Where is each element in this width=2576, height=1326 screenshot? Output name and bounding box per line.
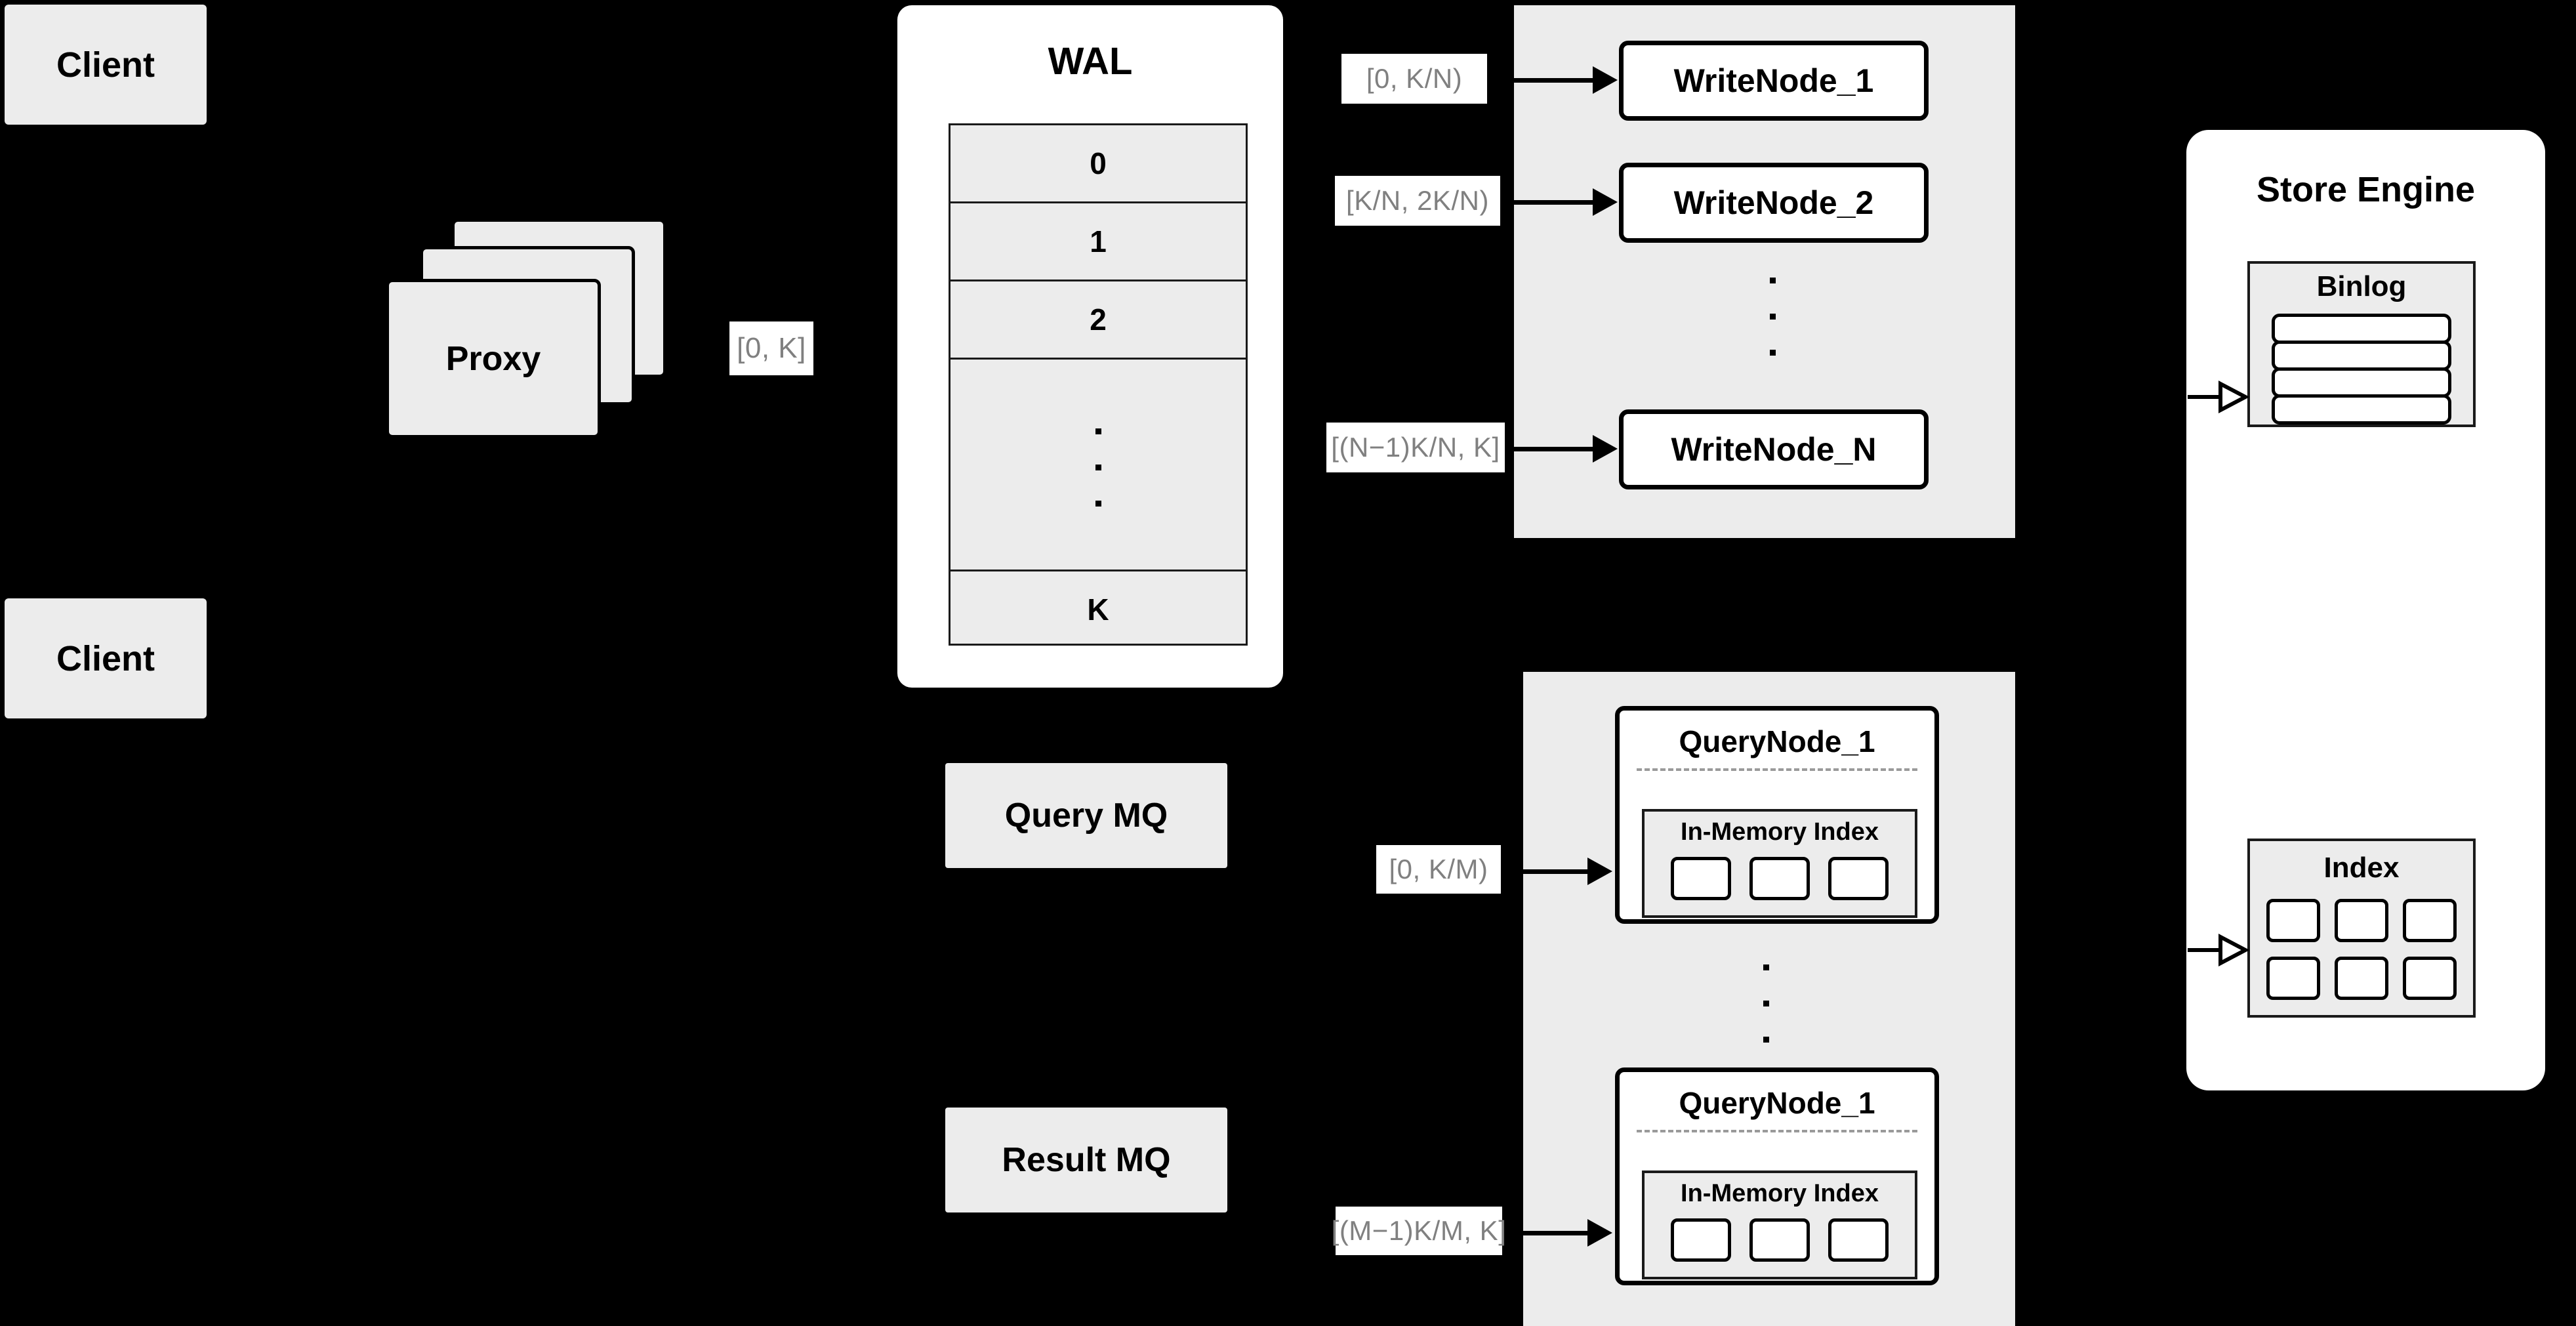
binlog-row [2272, 394, 2451, 425]
binlog-inbound-arrow [2188, 377, 2260, 417]
query-node-1-arrow-line [1523, 869, 1602, 874]
write-node-n-arrow-head [1593, 435, 1618, 463]
proxy-node[interactable]: Proxy [386, 279, 601, 438]
index-slot[interactable] [2266, 899, 2320, 942]
wal-row: K [1087, 592, 1109, 627]
client-label: Client [56, 638, 155, 678]
index-slot[interactable] [1749, 1218, 1810, 1262]
binlog-row [2272, 367, 2451, 398]
binlog-box: Binlog [2247, 261, 2476, 427]
binlog-row [2272, 314, 2451, 344]
query-node-2-arrow-head [1587, 1219, 1612, 1247]
index-slot[interactable] [1749, 857, 1810, 900]
query-mq-node[interactable]: Query MQ [945, 763, 1227, 868]
wal-row-ellipsis [951, 360, 1246, 571]
index-box: Index [2247, 839, 2476, 1018]
binlog-row [2272, 341, 2451, 371]
query-node-2-arrow-line [1523, 1231, 1602, 1235]
write-node-label: WriteNode_1 [1673, 62, 1874, 99]
wal-row: 1 [951, 203, 1246, 281]
index-slot[interactable] [2266, 957, 2320, 1000]
query-cluster-ellipsis-dot [1763, 1037, 1769, 1043]
index-slot[interactable] [1671, 857, 1731, 900]
query-node-1-range-label: [0, K/M) [1376, 845, 1501, 894]
client-node-2[interactable]: Client [5, 598, 207, 718]
index-slot[interactable] [2335, 899, 2388, 942]
store-engine-title: Store Engine [2256, 170, 2476, 209]
write-node-n-range-label: [(N−1)K/N, K] [1326, 423, 1505, 472]
binlog-title: Binlog [2316, 270, 2407, 302]
store-engine-panel: Store Engine Binlog Index [2186, 130, 2545, 1090]
write-cluster-ellipsis-dot [1770, 350, 1776, 356]
query-node-label: QueryNode_1 [1679, 724, 1875, 758]
write-node-2-range-label: [K/N, 2K/N) [1335, 176, 1500, 226]
proxy-range-label: [0, K] [729, 321, 813, 375]
wal-table: 0 1 2 K [949, 123, 1248, 646]
client-node-1[interactable]: Client [5, 5, 207, 125]
query-mq-label: Query MQ [1004, 797, 1168, 835]
in-memory-index-box: In-Memory Index [1642, 809, 1917, 918]
index-slot[interactable] [1828, 1218, 1889, 1262]
write-node-n[interactable]: WriteNode_N [1619, 409, 1929, 489]
wal-panel: WAL 0 1 2 K [897, 5, 1283, 688]
write-node-1-arrow-head [1593, 66, 1618, 94]
client-label: Client [56, 45, 155, 85]
index-inbound-arrow [2188, 930, 2260, 970]
ellipsis-dot [1095, 501, 1101, 507]
write-node-label: WriteNode_N [1671, 431, 1877, 468]
query-cluster-ellipsis-dot [1763, 1001, 1769, 1006]
result-mq-label: Result MQ [1002, 1141, 1171, 1179]
write-cluster-ellipsis-dot [1770, 314, 1776, 320]
write-node-1-arrow-line [1514, 78, 1596, 83]
wal-title: WAL [1048, 40, 1133, 83]
write-node-2-arrow-head [1593, 188, 1618, 216]
index-slot[interactable] [1828, 857, 1889, 900]
index-slot[interactable] [1671, 1218, 1731, 1262]
index-slot[interactable] [2403, 957, 2457, 1000]
ellipsis-dot [1095, 428, 1101, 434]
wal-row: 0 [951, 125, 1246, 203]
query-node-2-range-label: [(M−1)K/M, K] [1332, 1207, 1506, 1255]
query-node-1-arrow-head [1587, 858, 1612, 885]
wal-row: 2 [951, 281, 1246, 360]
write-node-2-arrow-line [1514, 200, 1596, 205]
write-node-n-arrow-line [1514, 447, 1596, 451]
query-node-label: QueryNode_1 [1679, 1086, 1875, 1120]
index-slot[interactable] [2335, 957, 2388, 1000]
index-title: Index [2323, 852, 2400, 884]
query-node-2[interactable]: QueryNode_1 In-Memory Index [1615, 1067, 1939, 1285]
write-node-1[interactable]: WriteNode_1 [1619, 41, 1929, 121]
query-node-separator [1637, 768, 1917, 771]
in-memory-index-title: In-Memory Index [1681, 818, 1879, 846]
proxy-label: Proxy [445, 339, 541, 378]
index-slot[interactable] [2403, 899, 2457, 942]
in-memory-index-title: In-Memory Index [1681, 1180, 1879, 1207]
query-cluster-ellipsis-dot [1763, 964, 1769, 970]
write-node-label: WriteNode_2 [1673, 184, 1874, 221]
result-mq-node[interactable]: Result MQ [945, 1108, 1227, 1212]
query-node-separator [1637, 1130, 1917, 1132]
query-node-1[interactable]: QueryNode_1 In-Memory Index [1615, 706, 1939, 924]
write-cluster-ellipsis-dot [1770, 278, 1776, 283]
write-node-2[interactable]: WriteNode_2 [1619, 163, 1929, 243]
ellipsis-dot [1095, 465, 1101, 470]
write-node-1-range-label: [0, K/N) [1341, 54, 1487, 104]
in-memory-index-box: In-Memory Index [1642, 1171, 1917, 1279]
